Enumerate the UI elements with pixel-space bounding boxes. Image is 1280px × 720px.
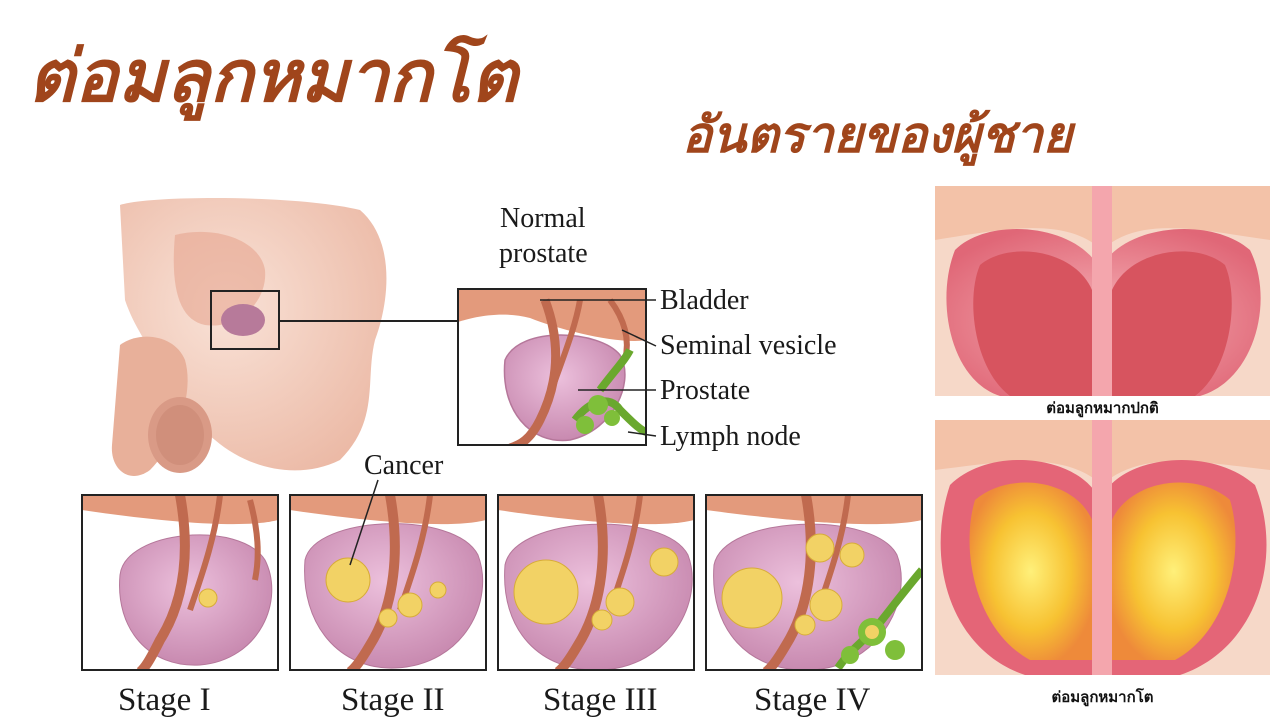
leader-seminal (621, 329, 657, 347)
caption-normal: ต่อมลูกหมากปกติ (1046, 399, 1159, 417)
page-subtitle: อันตรายของผู้ชาย (682, 105, 1073, 164)
label-cancer: Cancer (364, 450, 444, 481)
stage-panel-4 (705, 494, 923, 671)
inset-heading-line2: prostate (499, 238, 588, 269)
label-prostate: Prostate (660, 375, 751, 406)
normal-prostate-image (935, 186, 1270, 396)
stage-panel-1 (81, 494, 279, 671)
stage-label-3: Stage III (543, 682, 658, 718)
prostate-mini (221, 304, 265, 336)
enlarged-prostate-image (935, 420, 1270, 675)
inset-heading-line1: Normal (500, 203, 586, 234)
stage-panel-3 (497, 494, 695, 671)
label-lymph-node: Lymph node (660, 421, 801, 452)
caption-enlarged: ต่อมลูกหมากโต (1051, 688, 1154, 706)
stage-label-1: Stage I (118, 682, 211, 718)
stage-panel-2 (289, 494, 487, 671)
leader-lymph (627, 431, 657, 437)
stage-label-4: Stage IV (754, 682, 871, 718)
inset-frame (457, 288, 647, 446)
label-seminal-vesicle: Seminal vesicle (660, 330, 837, 361)
body-silhouette (111, 198, 387, 476)
stage-label-2: Stage II (341, 682, 445, 718)
page-title: ต่อมลูกหมากโต (28, 33, 518, 118)
label-bladder: Bladder (660, 285, 749, 316)
normal-prostate-inset (458, 289, 646, 445)
leader-cancer (349, 479, 379, 566)
